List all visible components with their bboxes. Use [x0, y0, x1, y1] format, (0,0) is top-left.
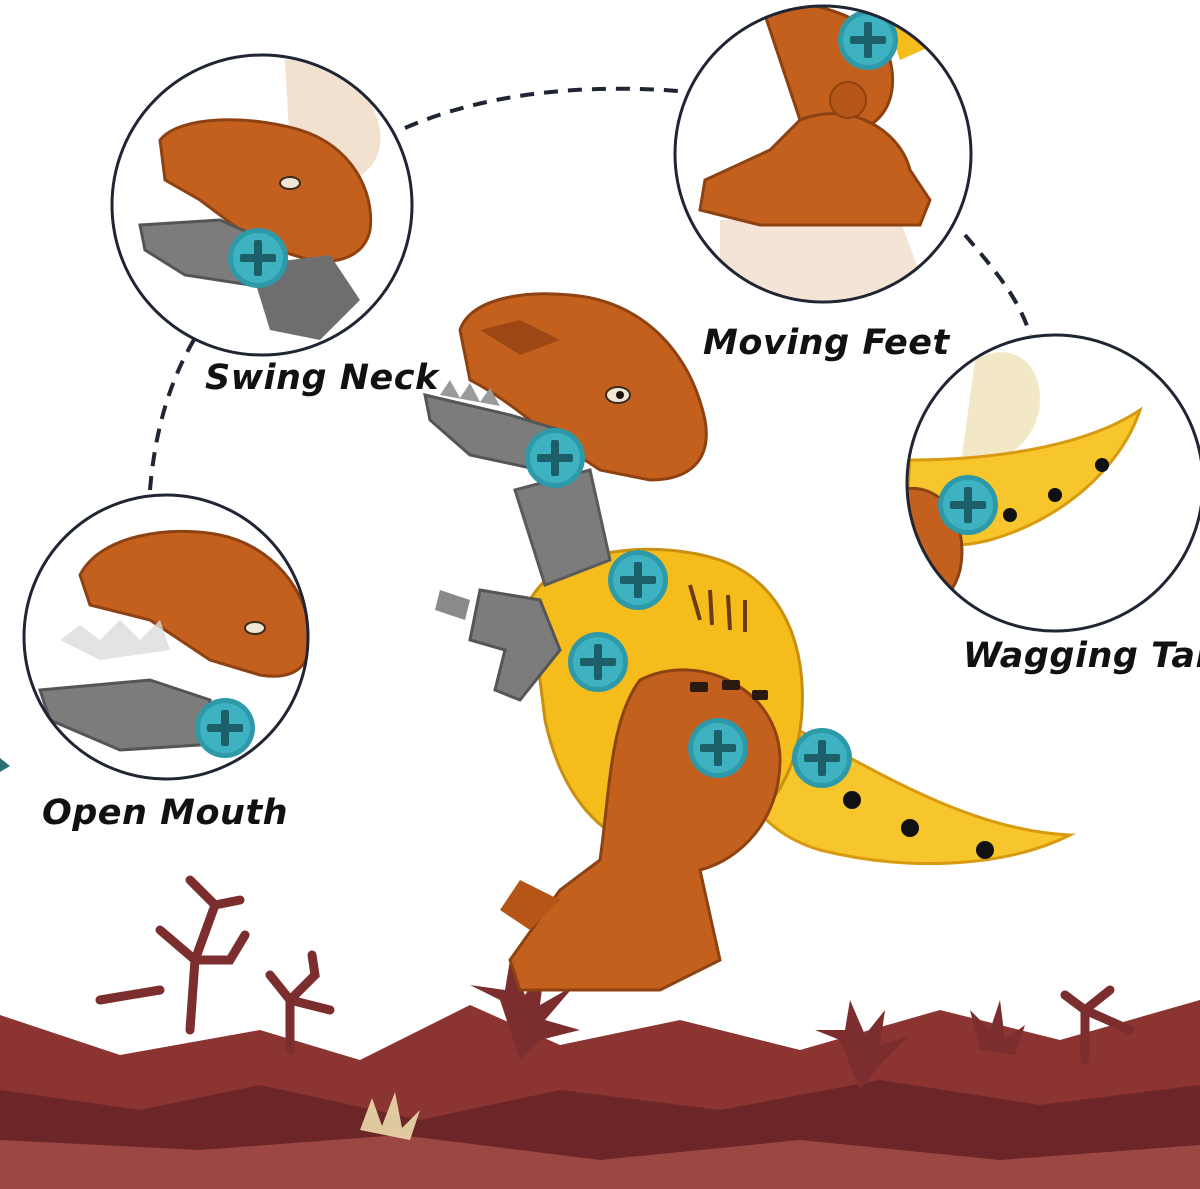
detail-circle-open-mouth [22, 493, 310, 781]
edge-mark [0, 758, 10, 772]
detail-circle-wagging-tail [905, 333, 1200, 633]
detail-circle-moving-feet [673, 4, 973, 304]
tree-silhouette-left [95, 875, 335, 1055]
caption-wagging-tail: Wagging Tail [963, 636, 1200, 676]
fern-silhouette [470, 960, 1025, 1090]
ground-silhouette [0, 1000, 1200, 1189]
caption-swing-neck: Swing Neck [205, 358, 439, 398]
detail-circle-swing-neck [110, 53, 414, 357]
dinosaur-toy [423, 292, 1076, 992]
caption-moving-feet: Moving Feet [703, 323, 950, 363]
caption-open-mouth: Open Mouth [42, 793, 289, 833]
tree-silhouette-right [1060, 985, 1135, 1065]
dashed-connector [148, 86, 1032, 491]
